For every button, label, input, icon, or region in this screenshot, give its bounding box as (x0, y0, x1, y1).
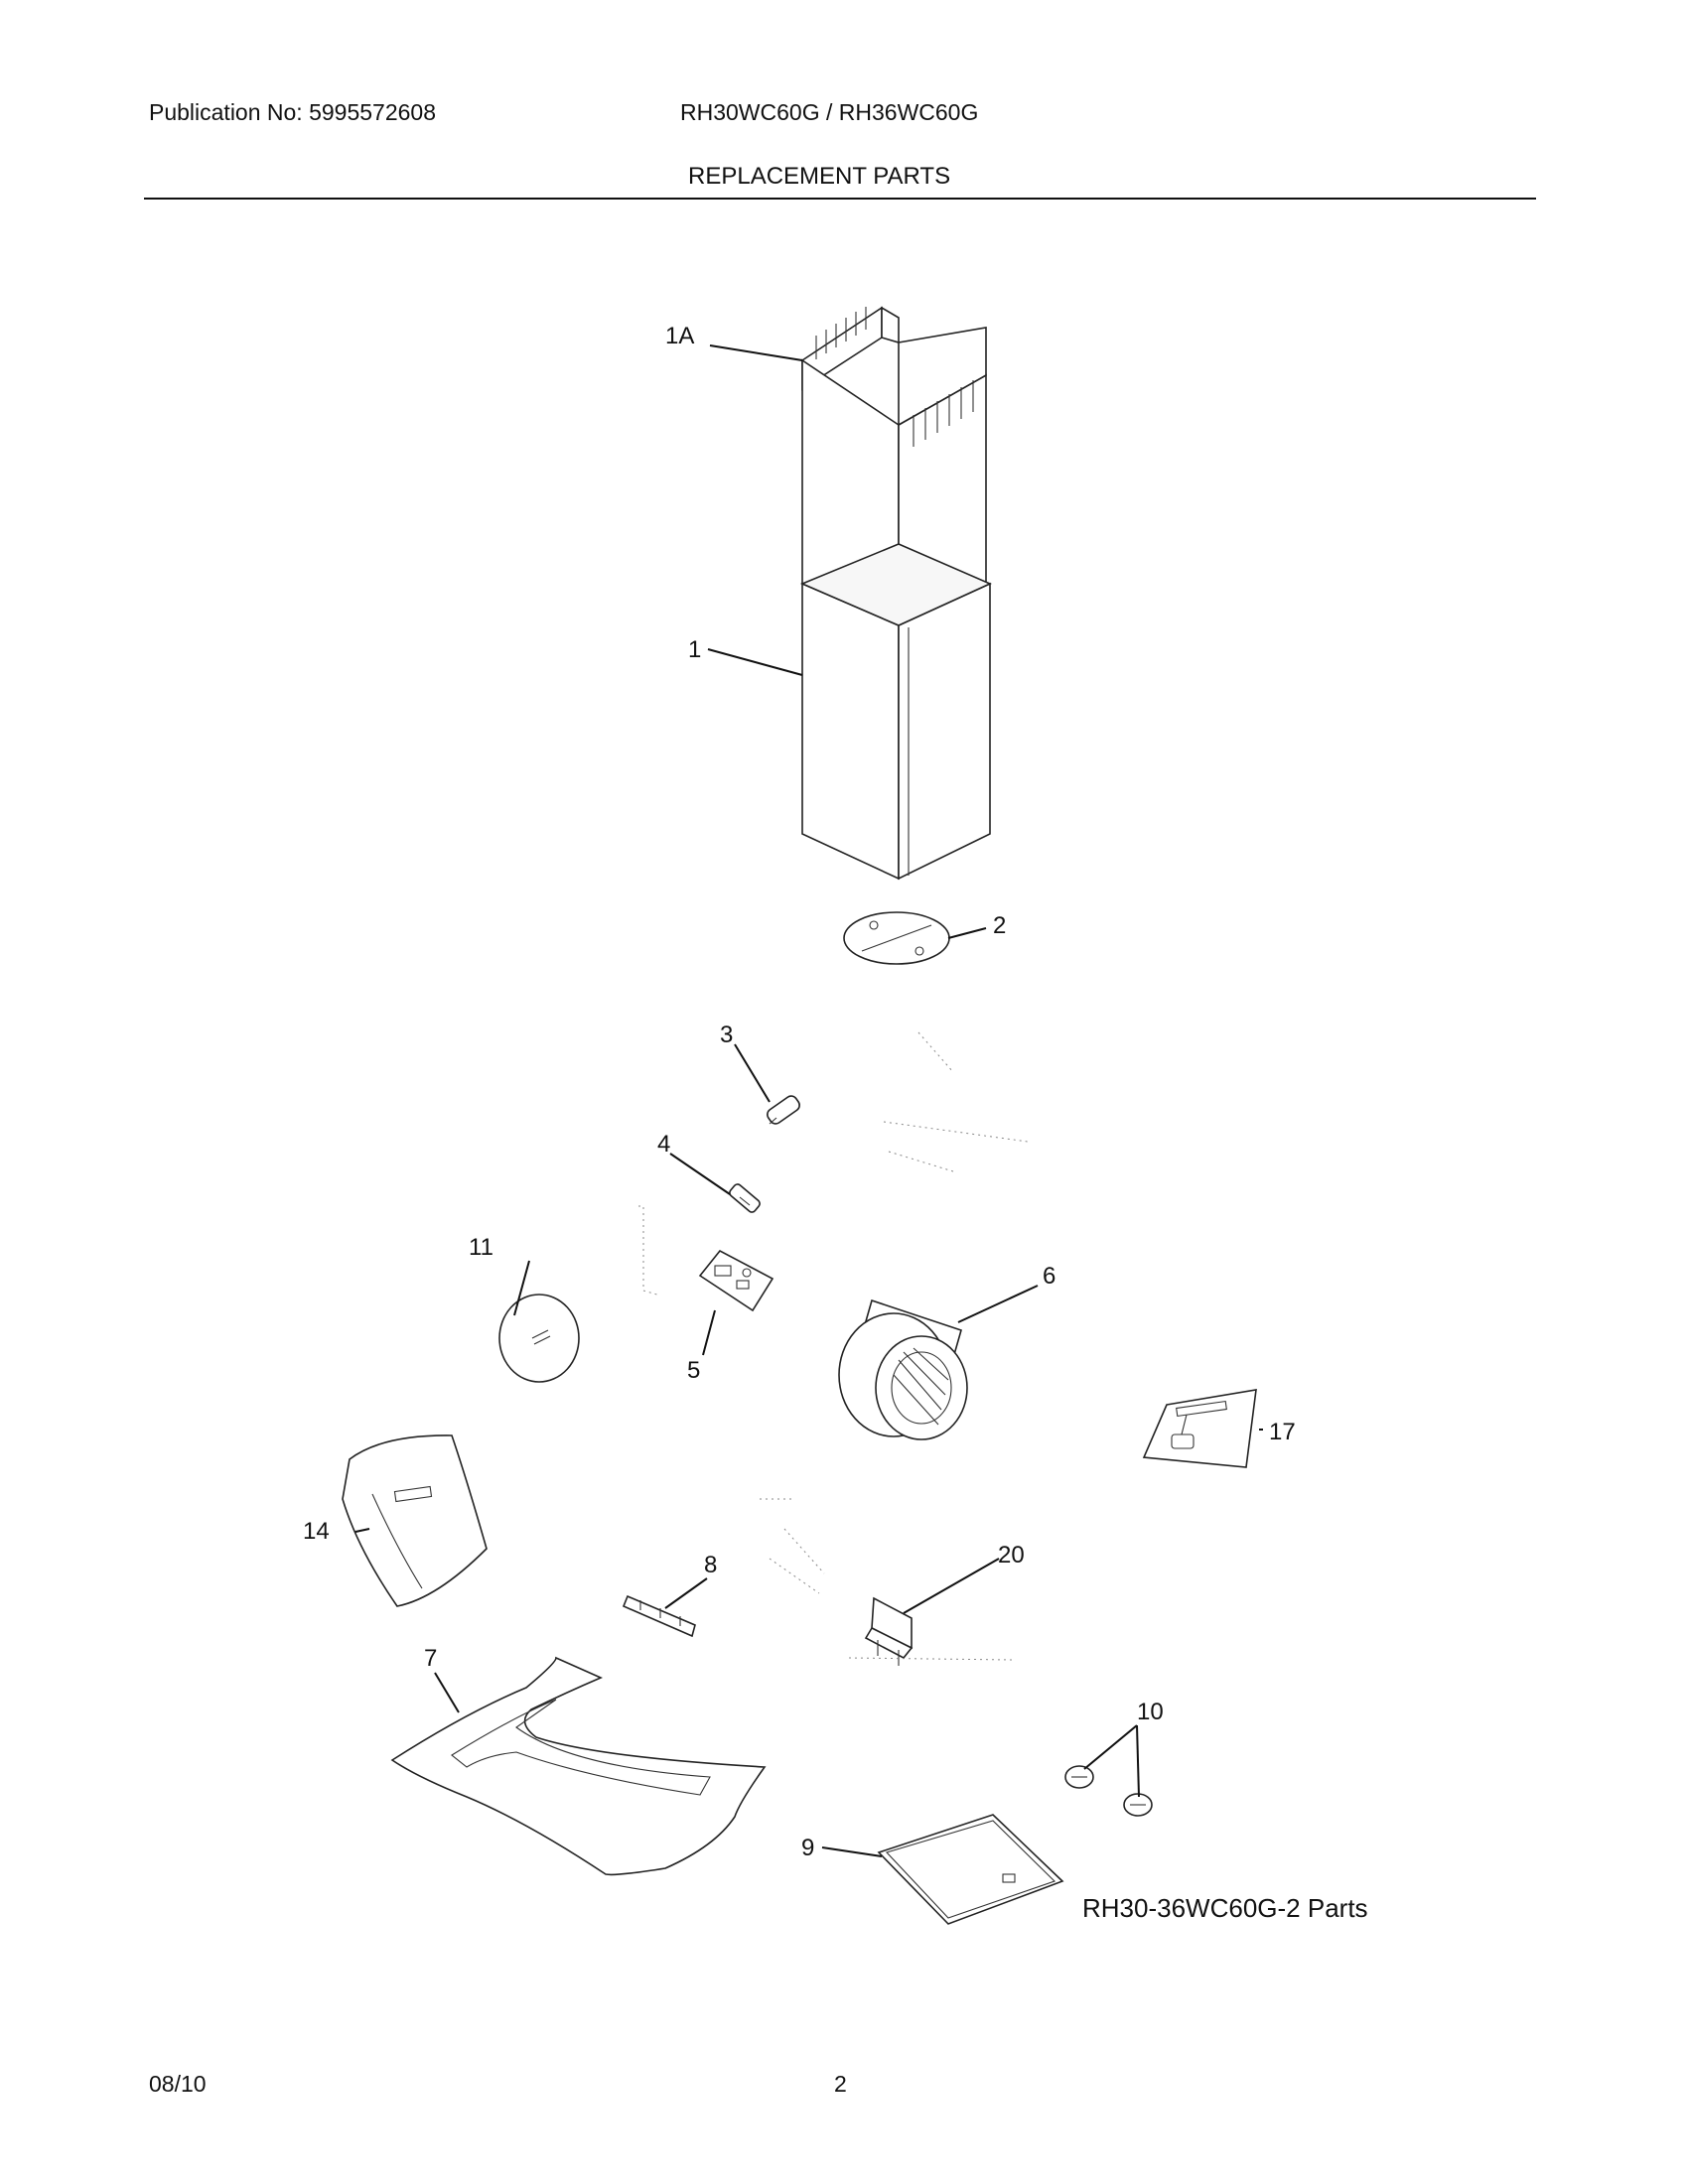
callout-14: 14 (303, 1518, 330, 1545)
part-5-control-board (698, 1249, 774, 1312)
part-1-lower-duct-cover (799, 543, 992, 881)
part-3-capacitor (767, 1095, 800, 1125)
part-20-switch (864, 1596, 914, 1666)
callout-1A: 1A (665, 323, 694, 349)
part-10-light-lens (1064, 1765, 1153, 1817)
publication-number: Publication No: 5995572608 (149, 99, 437, 125)
callout-1: 1 (688, 636, 701, 663)
part-14-control-panel (342, 1434, 488, 1607)
part-2-damper-plate (843, 911, 950, 965)
callout-9: 9 (801, 1835, 814, 1861)
part-4-connector (729, 1183, 761, 1213)
callout-2: 2 (993, 912, 1006, 939)
header-rule (144, 198, 1536, 200)
diagram-caption: RH30-36WC60G-2 Parts (1082, 1893, 1368, 1923)
part-6-blower-motor (838, 1298, 968, 1440)
callout-11: 11 (469, 1234, 493, 1261)
callout-20: 20 (998, 1542, 1025, 1569)
footer-date: 08/10 (149, 2071, 207, 2097)
model-numbers: RH30WC60G / RH36WC60G (680, 99, 979, 125)
page-number: 2 (834, 2071, 847, 2097)
part-11-label-disc (498, 1294, 580, 1383)
page-title: REPLACEMENT PARTS (688, 163, 951, 190)
part-9-grease-filter (877, 1814, 1064, 1925)
callout-6: 6 (1043, 1263, 1055, 1290)
assembly-guide-lines (638, 1031, 1029, 1661)
callout-17: 17 (1269, 1419, 1296, 1445)
part-7-canopy-panel (390, 1656, 767, 1876)
part-8-light-socket (622, 1594, 696, 1638)
callout-5: 5 (687, 1357, 700, 1384)
callout-4: 4 (657, 1131, 670, 1158)
callout-7: 7 (424, 1645, 437, 1672)
callout-3: 3 (720, 1022, 733, 1048)
part-17-literature-kit (1142, 1389, 1257, 1468)
callout-8: 8 (704, 1552, 717, 1578)
callout-10: 10 (1137, 1699, 1164, 1725)
leader-lines (354, 344, 1263, 1857)
